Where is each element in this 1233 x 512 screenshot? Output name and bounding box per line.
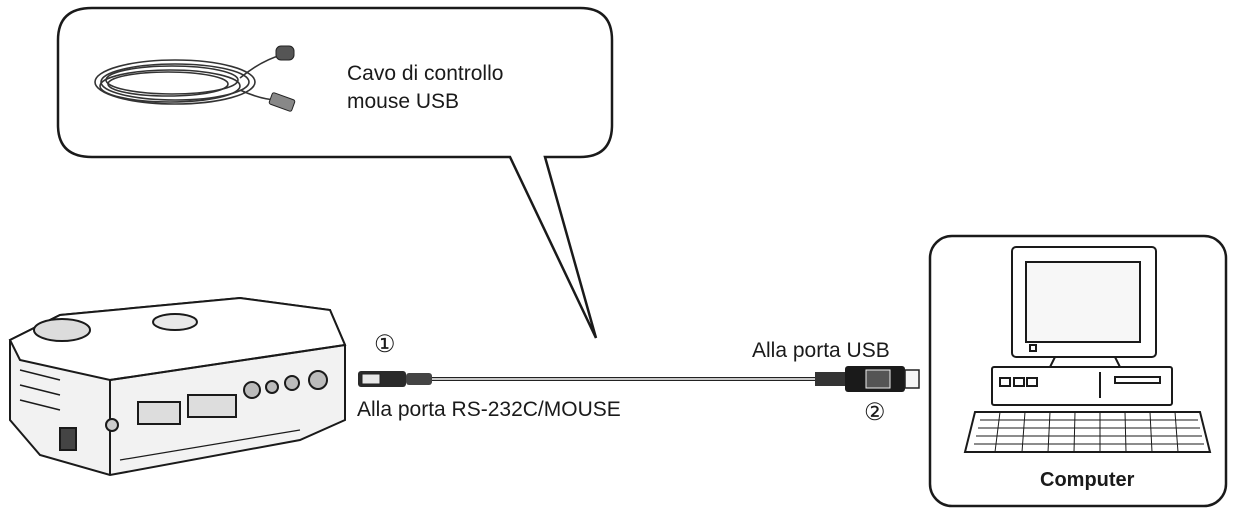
projector [8, 296, 347, 477]
computer-port-label: Alla porta USB [752, 339, 890, 362]
projector-port-label: Alla porta RS-232C/MOUSE [357, 398, 621, 421]
usb-cable-coil-icon [94, 54, 283, 105]
step-1-marker: ① [374, 331, 396, 358]
cable-plug-icon [268, 45, 296, 112]
computer-icon [963, 246, 1212, 453]
computer-label: Computer [1040, 469, 1135, 491]
callout-bubble [56, 6, 614, 339]
step-2-marker: ② [864, 399, 886, 426]
cable-label: Cavo di controllo mouse USB [347, 62, 504, 113]
usb-cable [358, 366, 920, 392]
